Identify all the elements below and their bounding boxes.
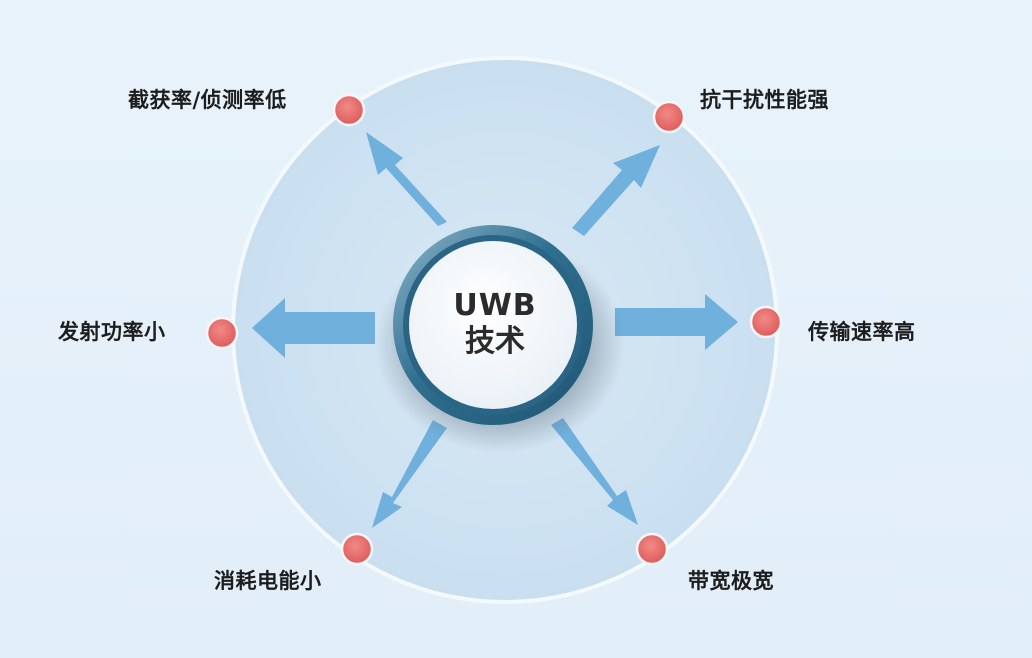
feature-label-se: 带宽极宽 <box>688 568 774 593</box>
center-title-line2: 技术 <box>465 324 525 359</box>
arrow-northeast-icon <box>572 145 660 236</box>
node-e-red-dot-icon <box>749 305 783 339</box>
feature-label-nw: 截获率/侦测率低 <box>128 87 287 112</box>
arrow-southeast-icon <box>551 418 638 525</box>
center-title-line1: UWB <box>453 288 537 323</box>
arrow-northwest-icon <box>366 132 447 226</box>
node-ne-red-dot-icon <box>652 100 686 134</box>
node-w-red-dot-icon <box>205 316 239 350</box>
node-sw-red-dot-icon <box>340 532 374 566</box>
arrow-west-icon <box>252 298 375 358</box>
feature-label-w: 发射功率小 <box>58 319 166 344</box>
center-title: UWB 技术 <box>405 288 585 360</box>
feature-label-ne: 抗干扰性能强 <box>700 87 829 112</box>
node-nw-red-dot-icon <box>332 93 366 127</box>
center-disc <box>409 241 577 409</box>
feature-label-sw: 消耗电能小 <box>214 568 322 593</box>
arrow-east-icon <box>615 294 738 350</box>
feature-label-e: 传输速率高 <box>808 319 916 344</box>
arrow-southwest-icon <box>372 420 447 528</box>
node-se-red-dot-icon <box>635 532 669 566</box>
arrows <box>252 132 738 528</box>
